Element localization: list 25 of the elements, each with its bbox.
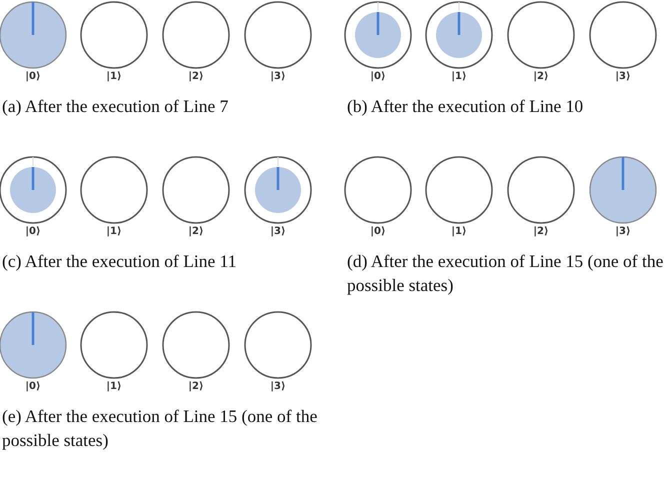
figure-caption: (b) After the execution of Line 10	[347, 95, 584, 118]
ket-label: |3⟩	[269, 71, 287, 82]
ket-label: |0⟩	[369, 71, 387, 82]
ket-label: |2⟩	[532, 226, 550, 237]
ket-label: |2⟩	[532, 71, 550, 82]
figure-caption: (d) After the execution of Line 15 (one of the possible states)	[347, 250, 664, 297]
ket-label: |3⟩	[269, 226, 287, 237]
ket-label: |3⟩	[614, 71, 632, 82]
ket-label: |1⟩	[105, 226, 123, 237]
ket-label: |0⟩	[24, 381, 42, 392]
ket-label: |3⟩	[614, 226, 632, 237]
ket-label: |2⟩	[187, 71, 205, 82]
ket-label: |2⟩	[187, 381, 205, 392]
ket-label: |2⟩	[187, 226, 205, 237]
figure-caption: (a) After the execution of Line 7	[2, 95, 230, 118]
ket-label: |1⟩	[450, 226, 468, 237]
ket-label: |0⟩	[369, 226, 387, 237]
ket-label: |0⟩	[24, 226, 42, 237]
ket-label: |1⟩	[105, 381, 123, 392]
ket-label: |0⟩	[24, 71, 42, 82]
ket-label: |1⟩	[450, 71, 468, 82]
ket-label: |3⟩	[269, 381, 287, 392]
figure-caption: (c) After the execution of Line 11	[2, 250, 238, 273]
ket-label: |1⟩	[105, 71, 123, 82]
figure-caption: (e) After the execution of Line 15 (one of the possible states)	[2, 405, 318, 452]
